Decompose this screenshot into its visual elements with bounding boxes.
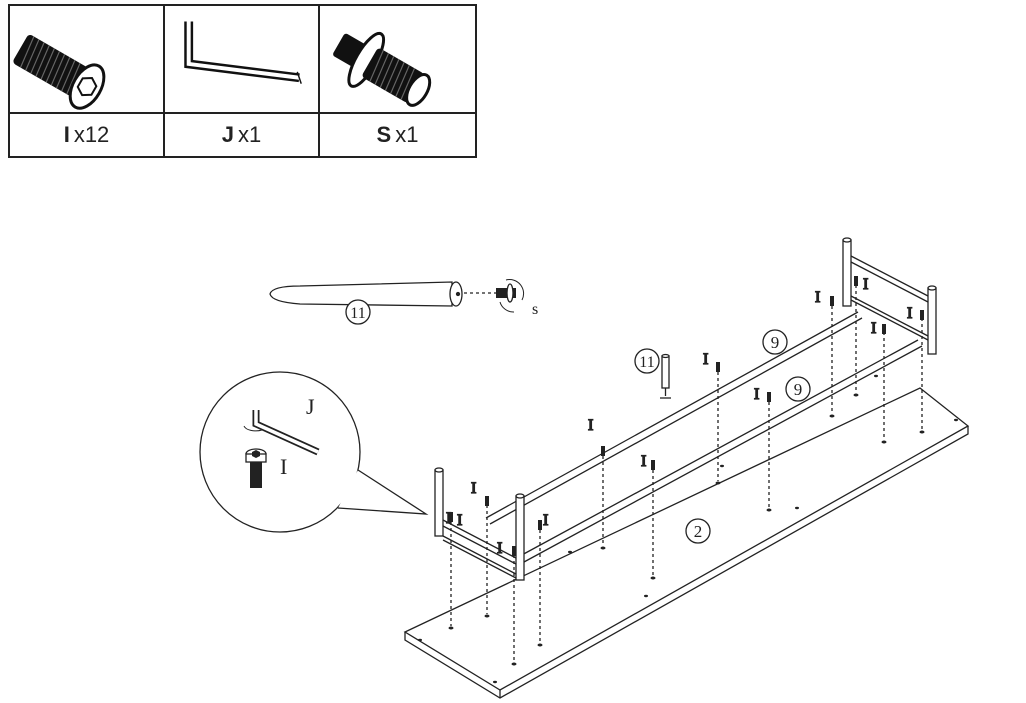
hex-socket-bolt-icon	[13, 34, 106, 110]
bolt-label: I	[497, 540, 502, 557]
rail-upper	[485, 311, 863, 525]
part-letter-j: J	[221, 122, 234, 147]
part-label-i: I x12	[10, 114, 165, 156]
part-label-j: J x1	[165, 114, 320, 156]
rail-lower	[519, 339, 923, 563]
part-letter-i: I	[63, 122, 70, 147]
detail-allen-key-icon	[243, 410, 320, 456]
left-leg-frame	[434, 467, 525, 581]
bolt-label: I	[446, 510, 451, 527]
parts-table: I x12 J x1 S x1	[8, 4, 477, 158]
part-label-s: S x1	[320, 114, 475, 156]
screw-s-label: s	[532, 301, 538, 318]
detail-bolt-label: I	[280, 454, 287, 479]
svg-text:11: 11	[639, 354, 654, 371]
panel-holes	[418, 374, 958, 684]
svg-text:11: 11	[350, 305, 365, 322]
bolt-label: I	[815, 289, 820, 306]
panel-callout: 2	[685, 518, 711, 544]
bolt-label: I	[871, 320, 876, 337]
svg-text:2: 2	[694, 522, 703, 541]
part-cell-j	[165, 6, 320, 114]
part-qty-i: x12	[73, 122, 110, 147]
bolt-icons	[449, 276, 924, 556]
part-cell-s	[320, 6, 475, 114]
screw-s-icon	[496, 279, 525, 313]
leg-callout: 11	[345, 299, 371, 325]
bolt-label: I	[641, 453, 646, 470]
svg-text:9: 9	[794, 380, 803, 399]
rail-lower-callout: 9	[785, 376, 811, 402]
bolt-label: I	[588, 417, 593, 434]
bolt-label: I	[703, 351, 708, 368]
upright-leg-callout: 11	[634, 348, 660, 374]
detail-key-label: J	[306, 394, 315, 419]
rail-upper-callout: 9	[762, 329, 788, 355]
svg-text:9: 9	[771, 333, 780, 352]
base-panel	[403, 387, 970, 699]
bolt-label: I	[471, 480, 476, 497]
bolt-label: I	[457, 512, 462, 529]
right-leg-frame	[842, 237, 937, 355]
detail-bubble	[199, 371, 429, 533]
part-cell-i	[10, 6, 165, 114]
part-qty-s: x1	[395, 122, 419, 147]
loose-leg	[269, 281, 463, 307]
upright-leg	[660, 353, 671, 399]
bolt-label: I	[863, 276, 868, 293]
bolt-label: I	[907, 305, 912, 322]
bolt-label: I	[543, 512, 548, 529]
allen-key-icon	[184, 21, 302, 84]
part-letter-s: S	[376, 122, 392, 147]
washer-bolt-icon	[333, 31, 432, 107]
bolt-labels: I I I I I I I I I I I I I	[445, 275, 913, 557]
detail-bolt-icon	[245, 448, 267, 488]
bolt-label: I	[754, 386, 759, 403]
part-qty-j: x1	[238, 122, 262, 147]
